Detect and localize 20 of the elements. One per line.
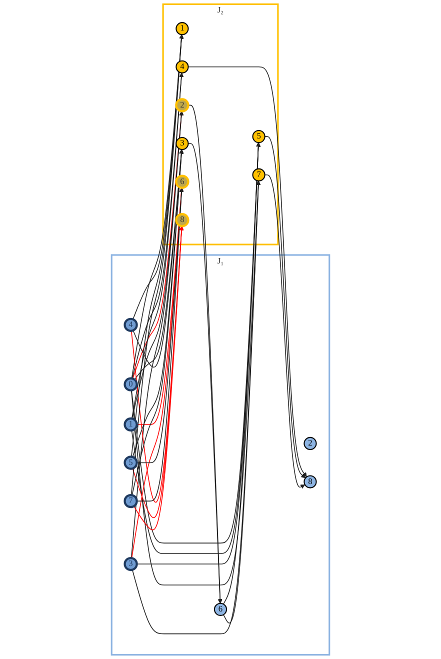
node-circle: 7 — [124, 494, 138, 508]
node-circle: 5 — [124, 456, 138, 470]
node-circle: 3 — [124, 556, 138, 572]
node-circle: 4 — [176, 60, 189, 74]
node-circle: 1 — [124, 417, 138, 432]
node-circle: 6 — [214, 602, 228, 616]
node-circle: 8 — [304, 475, 317, 488]
node-circle: 5 — [252, 130, 266, 144]
node-circle: 3 — [176, 136, 189, 150]
arrow — [131, 188, 184, 558]
node-circle: 7 — [252, 168, 266, 182]
node-circle: 4 — [124, 318, 138, 332]
arrow — [130, 111, 184, 558]
node-circle: 8 — [175, 213, 190, 228]
arrow — [188, 66, 307, 478]
node-circle: 6 — [175, 174, 190, 189]
node-circle: 2 — [304, 436, 317, 450]
node-circle: 2 — [175, 98, 190, 112]
node-circle: 0 — [124, 377, 138, 392]
node-circle: 1 — [176, 22, 189, 36]
